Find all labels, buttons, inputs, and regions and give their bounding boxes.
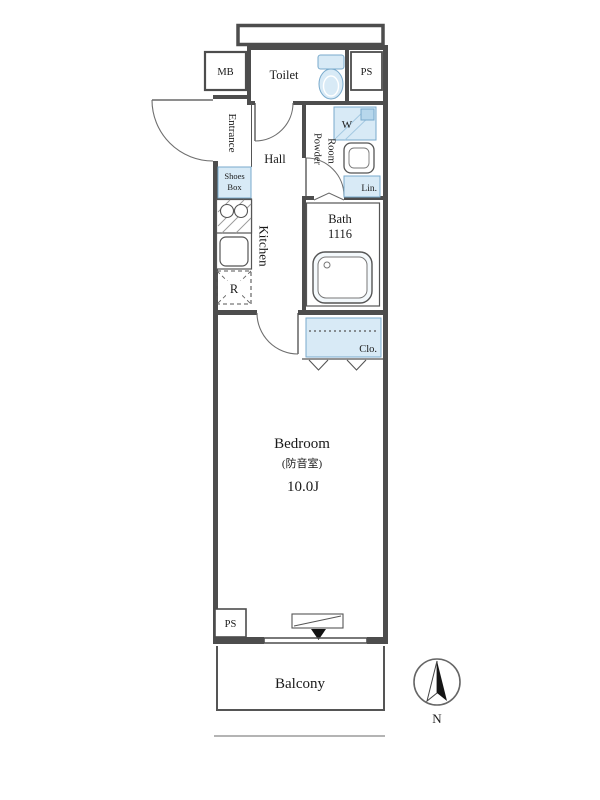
bedroom-size-label: 10.0J [287,479,319,495]
entrance-door-arc [151,99,214,162]
entry-triangle-mark [311,629,326,640]
pipe-space-bottom [214,608,247,638]
sliding-window-icon [291,613,344,640]
exterior-walls [213,45,388,644]
closet-door-mark-left [308,359,329,371]
bath-folding-door [313,192,345,201]
toilet-icon [317,54,345,100]
closet-label: Clo. [359,344,377,355]
toilet-label: Toilet [270,68,300,82]
hall-label: Hall [264,152,286,166]
closet-door-mark-right [346,359,367,371]
pipe-space-top-label: PS [361,67,373,78]
meter-box-label: MB [217,67,233,78]
balcony-label: Balcony [275,676,325,692]
kitchen-counter [215,198,253,270]
bathtub-icon [312,251,373,304]
kitchen-label: Kitchen [257,225,272,267]
stove-icon [215,198,253,234]
bedroom-note-label: (防音室) [282,456,323,470]
shoes-box-label-2: Box [227,182,242,192]
powder-room-door-arc [305,157,345,197]
bedroom-label: Bedroom [274,436,330,452]
linen-cabinet [343,175,381,198]
balcony-walls [216,646,385,711]
washbasin-icon [343,142,375,174]
linen-label: Lin. [361,184,377,194]
interior-walls [213,45,388,315]
meter-box [203,50,248,92]
refrigerator-label: R [230,282,239,296]
toilet-door-arc [254,102,294,142]
pipe-space-bottom-label: PS [225,619,237,630]
sink-icon [219,236,249,267]
compass-north-label: N [432,711,442,726]
entrance-label: Entrance [226,113,238,152]
shoes-box [217,166,252,199]
refrigerator-space [216,270,252,305]
window-lines [263,637,368,644]
washer-pan-icon [333,106,377,141]
bedroom-door-arc [256,312,299,355]
closet [302,317,383,371]
powder-room-label-1: Powder [312,133,323,166]
bath-unit [305,192,381,307]
powder-room-label-2: Room [326,138,337,164]
washer-label: W [342,119,353,131]
bath-label: Bath [328,212,352,226]
shoes-box-label-1: Shoes [224,171,244,181]
top-structure-wall [236,23,385,47]
pipe-space-top [350,51,383,91]
compass-icon [413,658,461,706]
bath-size-label: 1116 [328,227,352,241]
